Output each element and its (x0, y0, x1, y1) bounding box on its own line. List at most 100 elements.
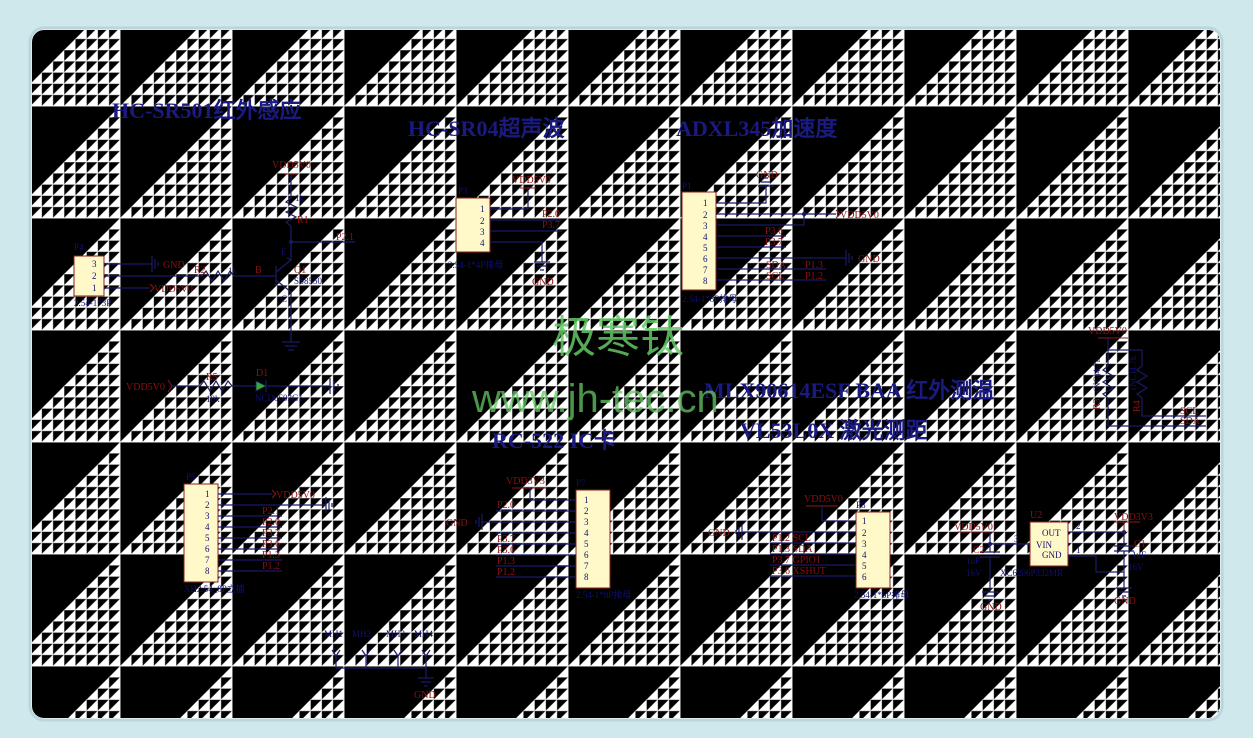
p4-pin-2: 2 (92, 271, 97, 281)
p8-value: 2.54-1*6P排母 (854, 589, 909, 600)
p8-connector: P8 1 2 3 4 5 6 2.54-1*6P排母 (854, 500, 909, 600)
net-sda-r3: SDA (1180, 416, 1201, 427)
ground-symbol (1116, 587, 1132, 597)
net-p2-1-p5: P2.1 (262, 506, 280, 517)
net-gnd-p3: GND (532, 277, 554, 288)
u2-gnd-label: GND (1042, 550, 1062, 560)
net-gnd-mh: GND (414, 690, 436, 701)
watermark-name: 极寒钛 (552, 312, 684, 363)
r3-value: (NC)4.7k (1092, 357, 1102, 392)
r3-ref: R3 (1092, 398, 1103, 410)
p1-ref: P1 (682, 181, 692, 191)
c1-voltage: 16V (1128, 562, 1144, 572)
q1-base-label: B (255, 265, 262, 276)
u2-pin1-label: 1 (1076, 545, 1081, 555)
mh4-label: MH4 (414, 629, 434, 639)
ground-symbol (845, 250, 853, 266)
ground-symbol (282, 341, 300, 351)
p5-pin-4: 4 (205, 522, 210, 532)
net-p1-3-p1: P1.3 (805, 260, 823, 271)
p8-pin-3: 3 (862, 539, 867, 549)
q1-ref: Q1 (294, 265, 306, 276)
p4-pin-1: 1 (92, 283, 97, 293)
net-p1-2-p7: P1.2 (497, 567, 515, 578)
p1-pin-7: 7 (703, 265, 708, 275)
p3-pin-2: 2 (480, 216, 485, 226)
p1-pin-2: 2 (703, 210, 708, 220)
p7-pin-5: 5 (584, 539, 589, 549)
net-p2-1-r1: P2.1 (336, 232, 354, 243)
net-p3-6-p7: P3.6 (497, 545, 515, 556)
net-vdd5v0-p3: VDD5V0 (512, 175, 551, 186)
ground-symbol (329, 378, 339, 394)
p3-pin-3: 3 (480, 227, 485, 237)
p5-pin-3: 3 (205, 511, 210, 521)
r5-value: 10k (206, 394, 220, 404)
u2-value: XC6206P332MR (1000, 568, 1063, 578)
p8-pin-2: 2 (862, 528, 867, 538)
net-vdd5v0-r3r4: VDD5V0 (1088, 326, 1127, 337)
u2-ref: U2 (1030, 510, 1042, 521)
q1-emitter-label: E (281, 247, 287, 257)
p3-pin-4: 4 (480, 238, 485, 248)
title-hcsr501: HC-SR501红外感应 (112, 98, 301, 123)
p8-pin-1: 1 (862, 516, 867, 526)
c1-value: 1uF (1132, 550, 1146, 560)
net-p2-0-p5: P2.0 (262, 517, 280, 528)
title-adxl345: ADXL345加速度 (676, 116, 838, 141)
p7-pin-2: 2 (584, 506, 589, 516)
p5-pin-1: 1 (205, 489, 210, 499)
p1-connector: P1 1 2 3 4 5 6 7 8 2.54-1*8P排母 (681, 181, 737, 304)
net-gnd-p1-6: GND (858, 254, 880, 265)
p1-pin-4: 4 (703, 232, 708, 242)
p8-pin-6: 6 (862, 572, 867, 582)
p4-connector: P4 3 2 1 2.54-1*3P (73, 242, 111, 308)
p3-connector: P3 1 2 3 4 2.54-1*4P排母 (448, 186, 503, 270)
p5-connector: P5 1 2 3 4 5 6 7 8 XH2.54_8P立插 (183, 472, 245, 594)
net-p3-6-xshut-p8: P3.6 XSHUT (772, 566, 826, 577)
net-gnd-p1: GND (756, 170, 778, 181)
p1-pin-1: 1 (703, 198, 708, 208)
net-p3-7-p5: P3.7 (262, 528, 280, 539)
p7-pin-6: 6 (584, 550, 589, 560)
ground-symbol (151, 256, 159, 272)
net-p3-7-p3: P3.7 (542, 220, 560, 231)
r5-ref: R5 (206, 372, 218, 383)
u2-pin3-label: 3 (1014, 534, 1019, 544)
title-mlx90614: MLX90614ESF BAA 红外测温 (704, 378, 994, 403)
title-hcsr04: HC-SR04超声波 (408, 116, 565, 141)
p7-pin-3: 3 (584, 517, 589, 527)
net-p1-2-p1: P1.2 (805, 271, 823, 282)
net-p3-7-p7: P3.7 (497, 534, 515, 545)
p1-pin-6: 6 (703, 254, 708, 264)
p1-pin-3: 3 (703, 221, 708, 231)
ground-symbol (758, 177, 774, 187)
p5-pin-7: 7 (205, 555, 210, 565)
r2-value: 1k (228, 266, 238, 276)
sheet-grid (32, 30, 1220, 718)
net-scl-r4: SCL (1180, 406, 1198, 417)
p1-pin-8: 8 (703, 276, 708, 286)
p7-connector: P7 1 2 3 4 5 6 7 8 2.54-1*8P排母 (575, 478, 631, 600)
net-gnd-p8: GND (708, 528, 730, 539)
mounting-holes (331, 649, 431, 678)
net-scl-p1: SCL (766, 271, 784, 282)
net-sda-p1: SDA (766, 260, 787, 271)
q1-transistor: Q1 SS8550 E C (275, 240, 323, 342)
p5-pin-8: 8 (205, 566, 210, 576)
u2-vin-label: VIN (1036, 540, 1052, 550)
p7-value: 2.54-1*8P排母 (576, 589, 631, 600)
net-gnd-c2: GND (980, 602, 1002, 613)
net-p1-2-p5: P1.2 (262, 561, 280, 572)
mh1-label: MH1 (324, 629, 343, 639)
p8-ref: P8 (856, 500, 866, 510)
net-p3-7-gpio1-p8: P3.7 GPIO1 (772, 555, 821, 566)
q1-value: SS8550 (294, 276, 323, 286)
ground-symbol (325, 497, 333, 513)
net-p2-0-p3: P2.0 (542, 209, 560, 220)
d1-ref: D1 (256, 368, 268, 379)
mh3-label: MH3 (386, 629, 406, 639)
r2-ref: R2 (194, 265, 206, 276)
net-vdd5v0-p4: VDD5V0 (154, 284, 193, 295)
net-vdd5v0-p5: VDD5V0 (276, 490, 315, 501)
